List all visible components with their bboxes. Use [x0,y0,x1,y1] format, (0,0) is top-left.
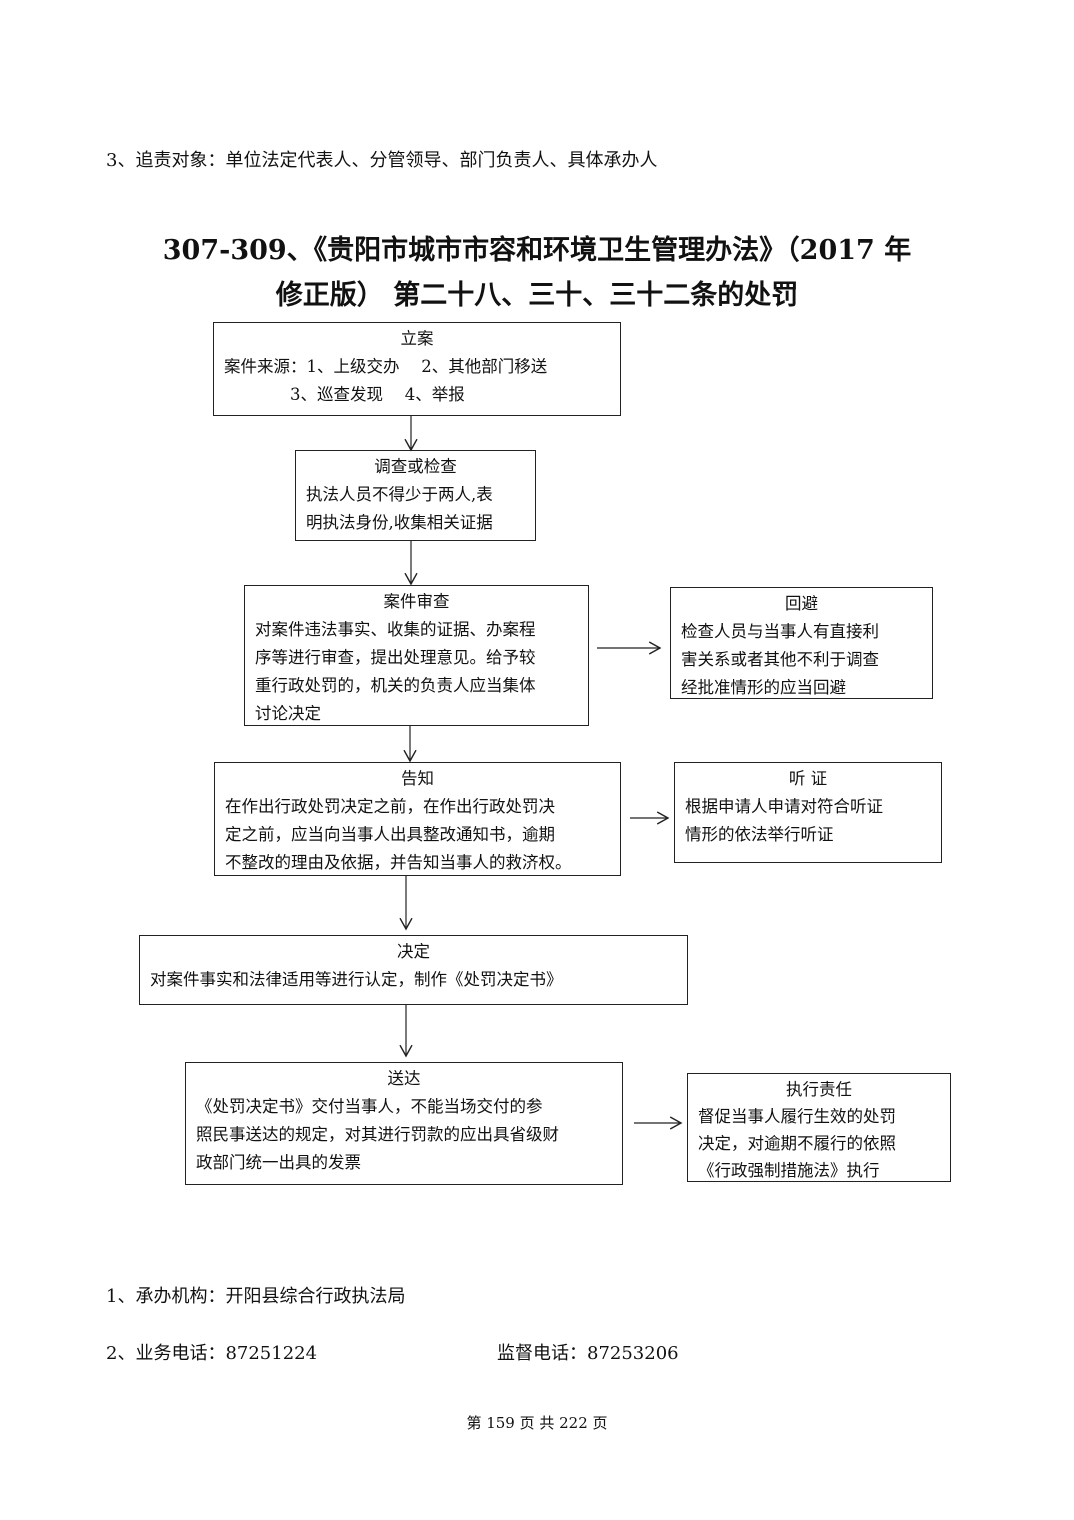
flow-box-review: 案件审查 对案件违法事实、收集的证据、办案程 序等进行审查，提出处理意见。给予较… [244,585,589,726]
page-number: 第 159 页 共 222 页 [466,1414,608,1432]
box-heading: 回避 [785,594,818,613]
box-heading: 送达 [387,1069,421,1088]
box-body: 《处罚决定书》交付当事人，不能当场交付的参 照民事送达的规定，对其进行罚款的应出… [196,1097,559,1172]
box-body: 对案件事实和法律适用等进行认定，制作《处罚决定书》 [150,970,563,989]
title-line-2: 修正版） 第二十八、三十、三十二条的处罚 [275,280,799,311]
flow-box-delivery: 送达 《处罚决定书》交付当事人，不能当场交付的参 照民事送达的规定，对其进行罚款… [185,1062,623,1185]
box-heading: 听 证 [788,769,828,788]
box-body: 督促当事人履行生效的处罚 决定，对逾期不履行的依照 《行政强制措施法》执行 [698,1107,896,1180]
box-body: 在作出行政处罚决定之前，在作出行政处罚决 定之前，应当向当事人出具整改通知书，逾… [225,797,572,872]
flow-box-enforcement: 执行责任 督促当事人履行生效的处罚 决定，对逾期不履行的依照 《行政强制措施法》… [687,1073,951,1182]
supervision-phone: 监督电话：87253206 [497,1343,679,1364]
box-heading: 立案 [400,329,434,348]
box-heading: 决定 [397,942,430,961]
flow-box-decision: 决定 对案件事实和法律适用等进行认定，制作《处罚决定书》 [139,935,688,1005]
box-body: 执法人员不得少于两人,表 明执法身份,收集相关证据 [306,485,493,532]
box-heading: 调查或检查 [374,457,457,476]
box-body: 根据申请人申请对符合听证 情形的依法举行听证 [685,797,883,844]
title-line-1: 307-309、《贵阳市城市市容和环境卫生管理办法》（2017 年 [162,235,912,266]
business-phone: 2、业务电话：87251224 [106,1343,318,1364]
box-body: 对案件违法事实、收集的证据、办案程 序等进行审查，提出处理意见。给予较 重行政处… [255,620,536,723]
box-heading: 执行责任 [786,1080,852,1099]
flow-box-hearing: 听 证 根据申请人申请对符合听证 情形的依法举行听证 [674,762,942,863]
flow-box-filing: 立案 案件来源：1、上级交办 2、其他部门移送 3、巡查发现 4、举报 [213,322,621,416]
flow-box-notice: 告知 在作出行政处罚决定之前，在作出行政处罚决 定之前，应当向当事人出具整改通知… [214,762,621,876]
box-heading: 告知 [401,769,434,788]
box-body: 案件来源：1、上级交办 2、其他部门移送 3、巡查发现 4、举报 [224,357,548,404]
accountability-line: 3、追责对象：单位法定代表人、分管领导、部门负责人、具体承办人 [106,150,658,171]
flow-box-recusal: 回避 检查人员与当事人有直接利 害关系或者其他不利于调查 经批准情形的应当回避 [670,587,933,699]
flow-box-investigation: 调查或检查 执法人员不得少于两人,表 明执法身份,收集相关证据 [295,450,536,541]
box-heading: 案件审查 [383,592,450,611]
agency-line: 1、承办机构：开阳县综合行政执法局 [106,1286,406,1307]
box-body: 检查人员与当事人有直接利 害关系或者其他不利于调查 经批准情形的应当回避 [681,622,879,697]
